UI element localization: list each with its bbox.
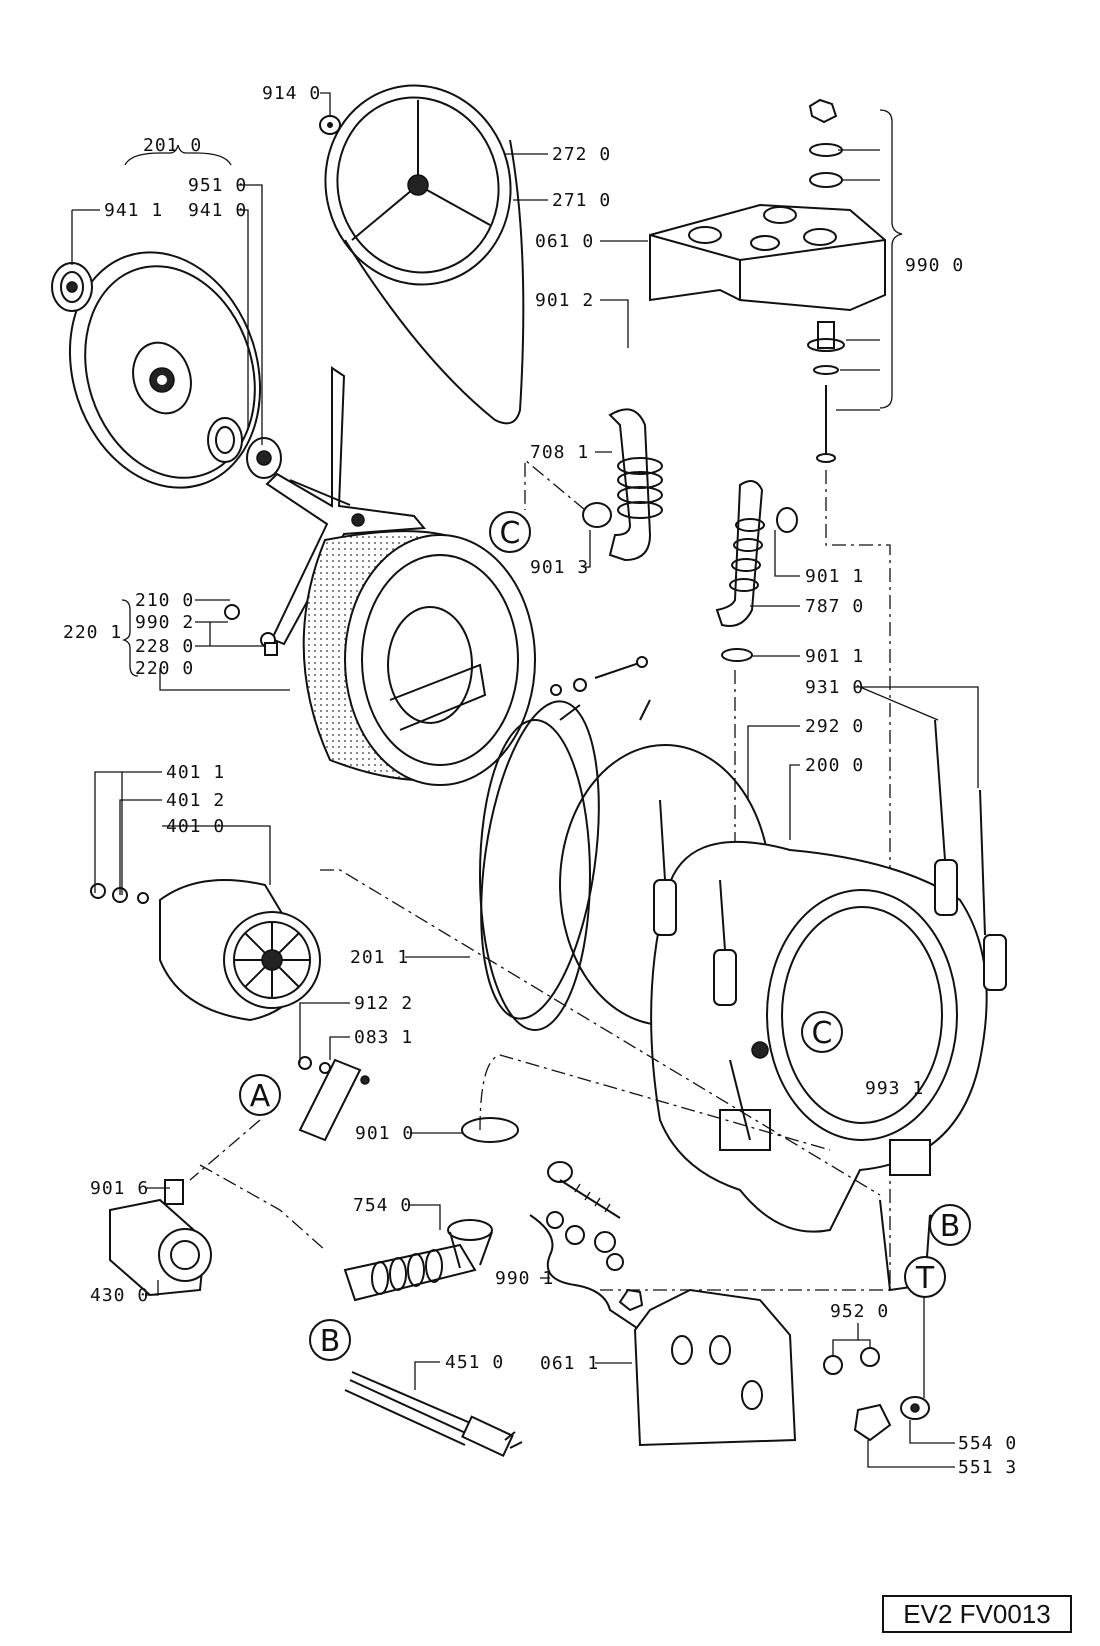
group-brace-990-1 [529, 1214, 641, 1331]
part-label: 272 0 [552, 144, 611, 165]
callout-b-tub [929, 1204, 971, 1246]
drum-bolt-set [224, 604, 648, 696]
callout-c-hose [489, 511, 531, 553]
group-brace-220-1 [121, 599, 139, 677]
dash-route-clamp [479, 1054, 831, 1151]
part-label: 210 0 [135, 590, 194, 611]
part-label: 220 0 [135, 658, 194, 679]
nut-914-0 [319, 115, 341, 135]
callout-a [239, 1074, 281, 1116]
counterweight-fixings [807, 98, 845, 463]
sump-hose [343, 1219, 493, 1302]
part-label: 931 0 [805, 677, 864, 698]
hose-787-0 [715, 480, 798, 662]
part-label: 401 2 [166, 790, 225, 811]
callout-letter: B [940, 1209, 961, 1244]
callout-letter: A [250, 1079, 271, 1114]
part-label: 901 1 [805, 646, 864, 667]
part-label: 990 0 [905, 255, 964, 276]
drawing-reference-code: EV2 FV0013 [882, 1595, 1072, 1633]
dash-route-a [320, 869, 881, 1196]
leader-990-0 [836, 149, 880, 411]
part-label: 228 0 [135, 636, 194, 657]
counterweight-front [633, 1288, 797, 1447]
part-label: 990 2 [135, 612, 194, 633]
drum-spider [265, 366, 427, 646]
part-label: 951 0 [188, 175, 247, 196]
part-label: 554 0 [958, 1433, 1017, 1454]
part-label: 787 0 [805, 596, 864, 617]
callout-letters: C C A B B T [250, 516, 961, 1359]
dash-route-callout-a [189, 1119, 261, 1181]
dash-route-counterweight [600, 470, 891, 1291]
bearing-941-0 [207, 417, 243, 463]
callout-letter: C [812, 1016, 833, 1051]
counterweight-top [649, 203, 886, 312]
shock-absorber-kit [529, 1161, 644, 1331]
part-label: 061 0 [535, 231, 594, 252]
callout-letter: T [915, 1261, 935, 1296]
part-labels: 914 0 201 0 272 0 951 0 941 1 941 0 271 … [63, 83, 1017, 1478]
seal-ring-1 [823, 1355, 843, 1375]
hose-clamp-901-0 [461, 1117, 519, 1143]
tub-springs [653, 719, 1007, 1006]
drive-belt-271 [344, 139, 525, 425]
callout-b-heater [309, 1319, 351, 1361]
part-label: 952 0 [830, 1301, 889, 1322]
part-label: 708 1 [530, 442, 589, 463]
callout-t [904, 1256, 946, 1298]
part-label: 901 1 [805, 566, 864, 587]
part-label: 401 1 [166, 762, 225, 783]
part-label: 271 0 [552, 190, 611, 211]
hose-708-1 [582, 408, 663, 562]
seal-ring-2 [860, 1347, 880, 1367]
callout-c-tub [801, 1011, 843, 1053]
part-label: 061 1 [540, 1353, 599, 1374]
motor [159, 879, 321, 1022]
part-label: 220 1 [63, 622, 122, 643]
bearing-951-0 [246, 437, 282, 479]
drum-pulley-272 [324, 84, 512, 286]
bracket-083-1 [298, 1056, 370, 1142]
bearing-941-1 [51, 262, 93, 312]
part-label: 914 0 [262, 83, 321, 104]
drain-pump [109, 1179, 212, 1297]
part-label: 292 0 [805, 716, 864, 737]
part-label: 941 0 [188, 200, 247, 221]
part-label: 083 1 [354, 1027, 413, 1048]
leader-lines [71, 92, 979, 1468]
callout-circles [239, 511, 971, 1361]
part-label: 430 0 [90, 1285, 149, 1306]
part-label: 401 0 [166, 816, 225, 837]
group-brace-990-0 [879, 109, 903, 409]
gasket-ring [480, 700, 600, 1020]
part-label: 993 1 [865, 1078, 924, 1099]
part-label: 551 3 [958, 1457, 1017, 1478]
thermostat [900, 1396, 930, 1420]
part-label: 201 0 [143, 135, 202, 156]
part-label: 901 6 [90, 1178, 149, 1199]
callout-letter: B [320, 1324, 341, 1359]
drum [302, 530, 536, 786]
ntc-sensor [853, 1403, 892, 1442]
group-brace-201-0 [124, 144, 232, 166]
part-label: 201 1 [350, 947, 409, 968]
part-label: 912 2 [354, 993, 413, 1014]
callout-letter: C [500, 516, 521, 551]
heater-element [344, 1371, 523, 1458]
dash-route-c1 [524, 458, 586, 511]
part-label: 901 3 [530, 557, 589, 578]
dash-route-pump [199, 1164, 326, 1251]
part-label: 200 0 [805, 755, 864, 776]
part-label: 754 0 [353, 1195, 412, 1216]
part-label: 901 0 [355, 1123, 414, 1144]
part-label: 941 1 [104, 200, 163, 221]
part-label: 451 0 [445, 1352, 504, 1373]
part-label: 990 1 [495, 1268, 554, 1289]
part-label: 901 2 [535, 290, 594, 311]
